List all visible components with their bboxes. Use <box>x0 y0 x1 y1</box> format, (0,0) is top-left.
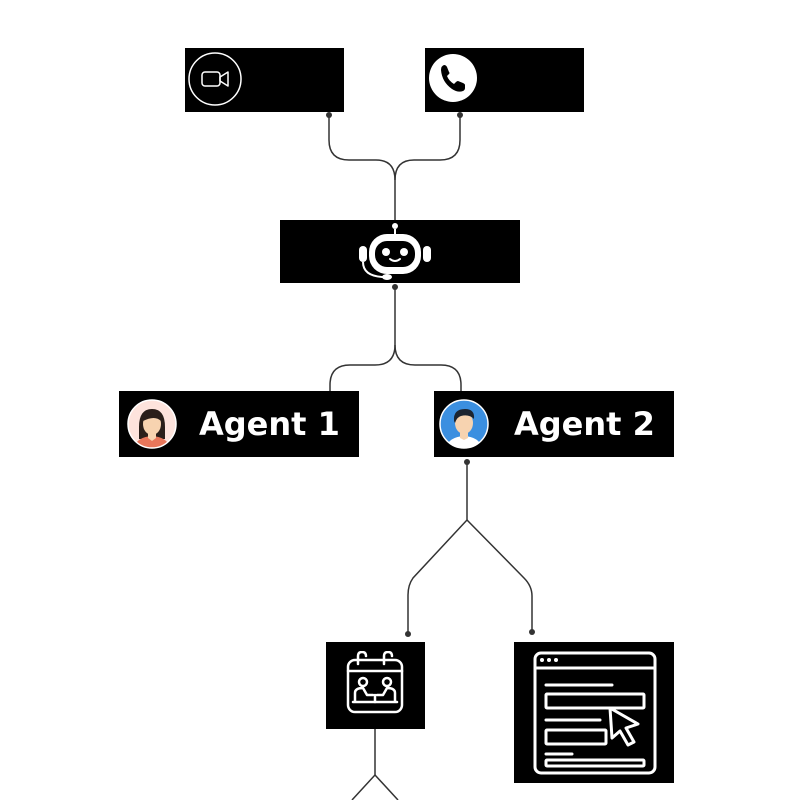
robot-headset-icon <box>359 223 431 280</box>
connector-agent2-to-webform <box>466 519 533 631</box>
calendar-meeting-icon <box>346 651 404 714</box>
connector-bot-to-agent1 <box>329 287 396 404</box>
video-camera-icon <box>188 52 242 106</box>
meeting-node[interactable] <box>326 642 425 729</box>
connector-dot <box>392 284 398 290</box>
connector-meeting-down <box>351 728 376 800</box>
agent-2-label: Agent 2 <box>514 405 655 443</box>
connector-agent2-to-meeting <box>407 463 468 633</box>
agent-2-node[interactable]: Agent 2 <box>434 391 674 457</box>
connector-bot-to-agent2 <box>394 344 462 398</box>
video-call-node[interactable] <box>185 48 344 112</box>
chatbot-node[interactable] <box>280 220 520 283</box>
connector-dot <box>529 629 535 635</box>
agent-1-label: Agent 1 <box>199 405 340 443</box>
connector-dot <box>457 112 463 118</box>
connector-dot <box>326 112 332 118</box>
web-page-click-icon <box>533 651 657 775</box>
web-form-node[interactable] <box>514 642 674 783</box>
connector-video-to-bot <box>328 115 396 222</box>
agent-1-node[interactable]: Agent 1 <box>119 391 359 457</box>
connector-dot <box>405 631 411 637</box>
connector-meeting-down-right <box>374 774 399 800</box>
phone-icon <box>429 54 477 102</box>
phone-call-node[interactable] <box>425 48 584 112</box>
male-agent-avatar-icon <box>439 399 489 449</box>
female-agent-avatar-icon <box>127 399 177 449</box>
connector-phone-to-bot <box>394 115 461 181</box>
connector-dot <box>464 459 470 465</box>
